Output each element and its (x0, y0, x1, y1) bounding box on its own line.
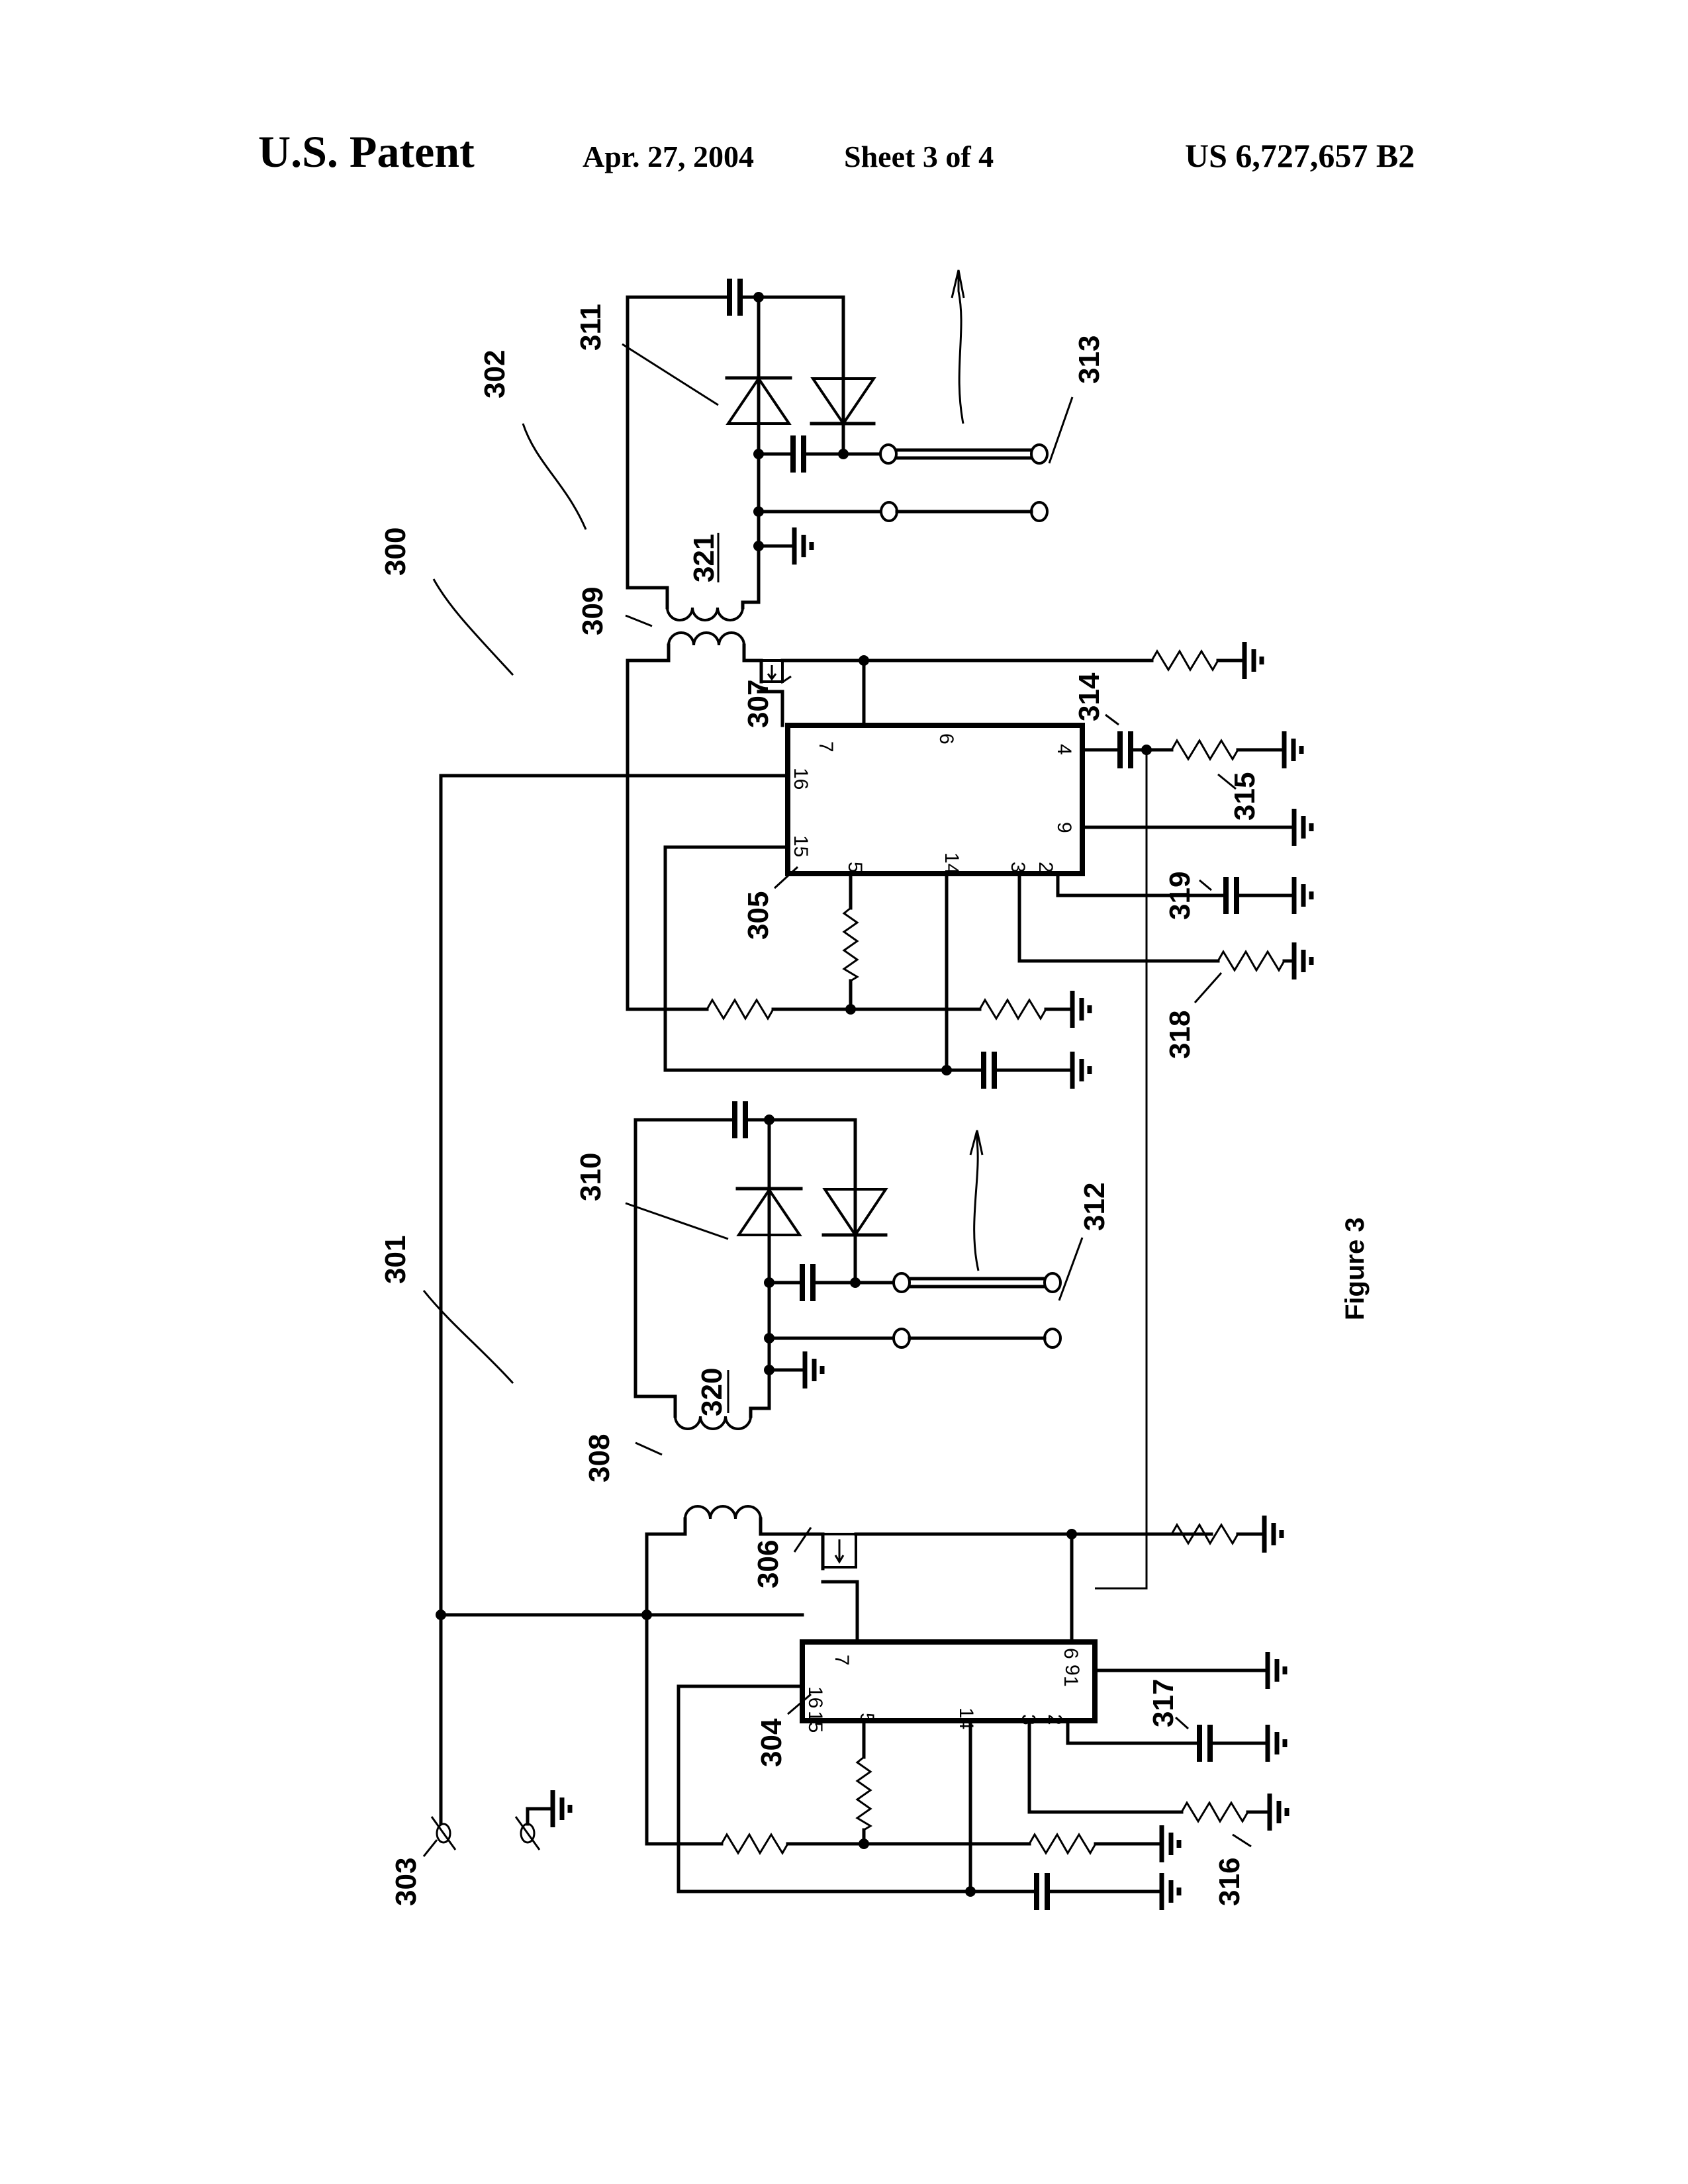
label-315: 315 (1229, 772, 1261, 821)
svg-text:14: 14 (955, 1707, 977, 1729)
patent-number: US 6,727,657 B2 (1185, 137, 1415, 174)
figure-caption: Figure 3 (1340, 1217, 1370, 1320)
transformer-primary-308 (641, 1505, 825, 1846)
mosfet-307 (757, 642, 1262, 727)
label-301: 301 (379, 1236, 412, 1284)
svg-text:2: 2 (1035, 862, 1056, 873)
transformer-primary-309 (626, 631, 763, 1011)
label-304: 304 (755, 1718, 788, 1767)
label-303: 303 (390, 1858, 422, 1906)
svg-text:6: 6 (935, 733, 957, 745)
label-308: 308 (583, 1434, 616, 1482)
svg-text:1: 1 (1060, 1676, 1082, 1687)
output-electrodes-312 (892, 1130, 1062, 1349)
svg-text:16: 16 (790, 768, 812, 790)
ground-terminal (514, 1790, 570, 1850)
label-320: 320 (696, 1368, 728, 1416)
svg-text:7: 7 (831, 1655, 853, 1666)
output-electrodes-313 (879, 269, 1049, 522)
sheet-number: Sheet 3 of 4 (844, 140, 994, 173)
ic-304: 7 6 1 16 15 5 14 3 2 9 (800, 1639, 1098, 1733)
label-317: 317 (1147, 1679, 1180, 1727)
supply-line-301 (436, 774, 804, 1835)
svg-text:9: 9 (1053, 822, 1075, 833)
patent-header-title: U.S. Patent (258, 126, 475, 177)
label-302: 302 (479, 350, 511, 398)
svg-text:6: 6 (1060, 1648, 1082, 1659)
ic-305-peripherals (626, 731, 1311, 1590)
svg-text:2: 2 (1044, 1714, 1066, 1725)
patent-date: Apr. 27, 2004 (583, 140, 754, 173)
label-321: 321 (688, 534, 720, 582)
svg-text:15: 15 (804, 1711, 826, 1733)
label-314: 314 (1073, 672, 1105, 721)
voltage-multiplier-310 (633, 1101, 896, 1430)
svg-text:5: 5 (844, 862, 866, 873)
label-309: 309 (577, 587, 609, 635)
input-terminal-303 (430, 1816, 457, 1850)
label-311: 311 (575, 304, 607, 351)
svg-text:5: 5 (856, 1713, 878, 1724)
svg-text:7: 7 (815, 741, 837, 752)
svg-text:15: 15 (790, 835, 812, 857)
svg-text:3: 3 (1007, 862, 1029, 873)
label-300: 300 (379, 527, 412, 576)
ic-305: 7 6 4 16 15 5 14 3 2 9 (785, 723, 1085, 876)
mosfet-306 (821, 1516, 1282, 1644)
svg-text:14: 14 (941, 852, 962, 874)
svg-text:9: 9 (1061, 1664, 1083, 1676)
svg-text:4: 4 (1053, 744, 1075, 755)
ic-304-peripherals (645, 1652, 1287, 1910)
label-306: 306 (752, 1540, 784, 1588)
label-319: 319 (1164, 872, 1196, 920)
label-313: 313 (1073, 336, 1105, 384)
label-305: 305 (742, 891, 774, 940)
voltage-multiplier-311 (626, 279, 882, 621)
label-316: 316 (1213, 1858, 1246, 1906)
label-312: 312 (1078, 1183, 1111, 1231)
label-310: 310 (575, 1153, 607, 1201)
label-307: 307 (742, 680, 774, 728)
label-318: 318 (1164, 1011, 1196, 1059)
reference-labels: 300 302 301 303 311 313 321 309 307 314 … (379, 304, 1261, 1906)
